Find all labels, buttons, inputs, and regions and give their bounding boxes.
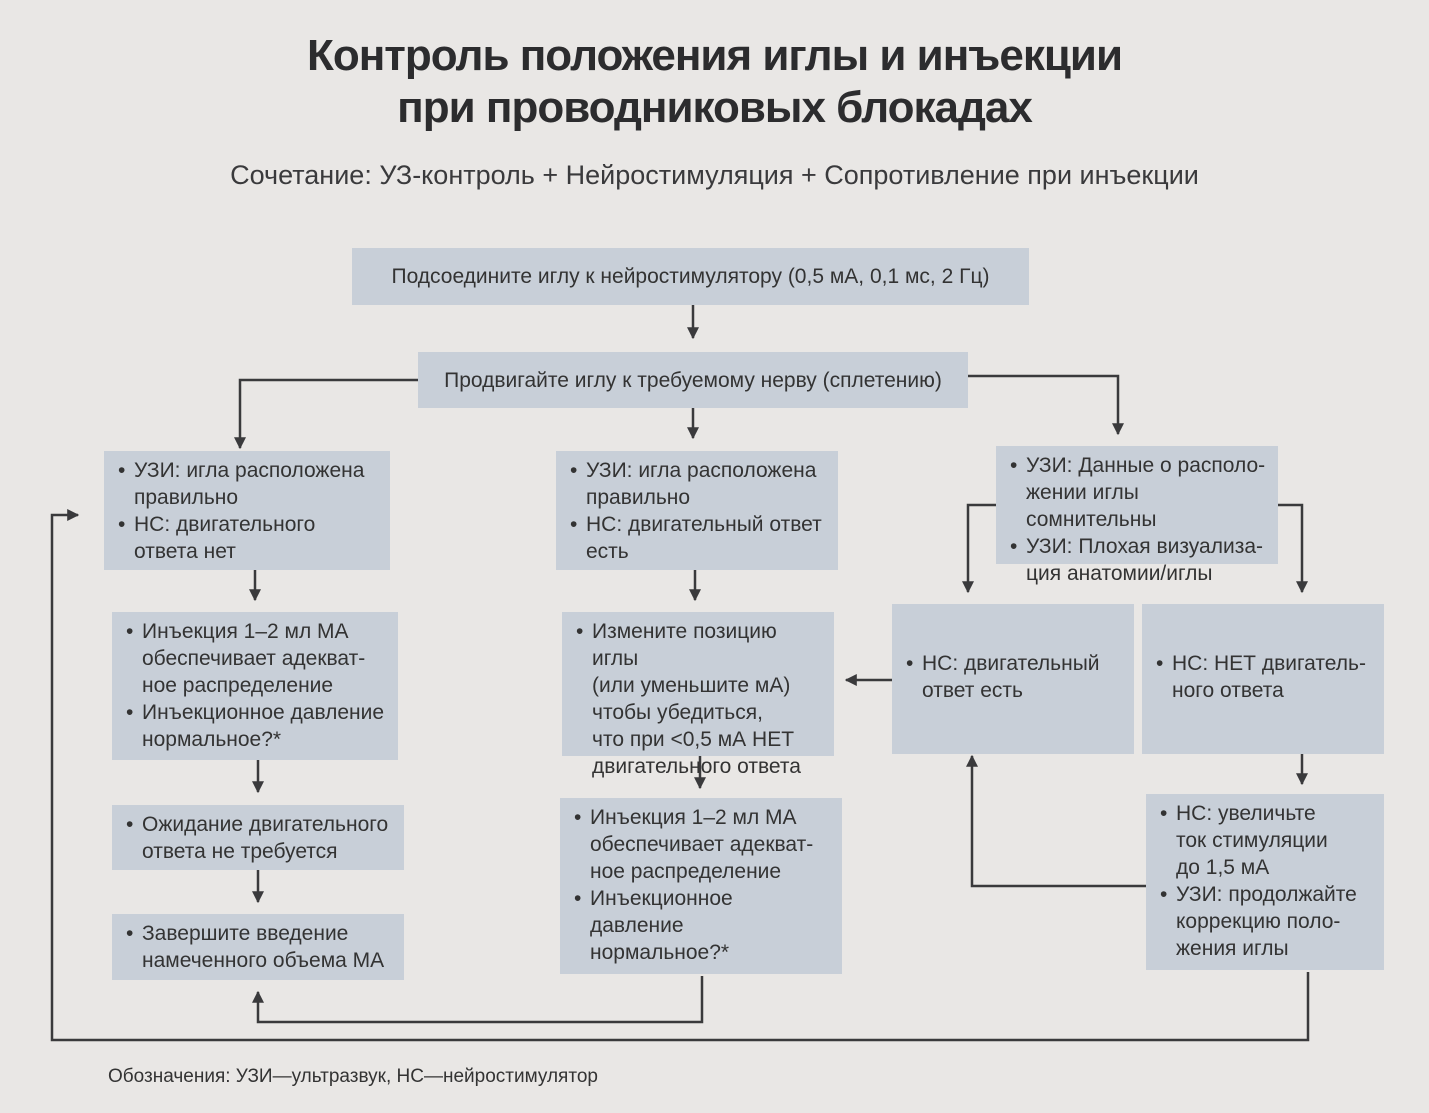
bullet-text: НС: увеличьте ток стимуляции до 1,5 мА [1176,802,1328,879]
bullet-item: • Ожидание двигательного ответа не требуе… [126,811,394,865]
bullet-marker: • [1010,535,1018,558]
bullet-text: УЗИ: Данные о располо- жении иглы сомнит… [1026,454,1266,531]
bullet-text: НС: двигательный ответ есть [586,513,822,563]
bullet-marker: • [126,701,134,724]
box-right-ns-yes: • НС: двигательный ответ есть [892,604,1134,754]
bullet-marker: • [126,813,134,836]
step-connect-text: Подсоедините иглу к нейростимулятору (0,… [391,265,990,288]
box-right-ns-no: • НС: НЕТ двигатель- ного ответа [1142,604,1384,754]
bullet-marker: • [1160,802,1168,825]
box-left-finish: • Завершите введение намеченного объема М… [112,914,404,980]
box-right-doubt: • УЗИ: Данные о располо- жении иглы сомни… [996,446,1278,585]
arrow-mid-to-finish [252,976,704,1024]
arrow-loop-to-left [50,509,1310,1042]
title-line-2: при проводниковых блокадах [397,83,1033,132]
bullet-item: • Завершите введение намеченного объема М… [126,920,394,974]
legend: Обозначения: УЗИ—ультразвук, НС—нейрости… [108,1066,598,1087]
box-left-us-ok: • УЗИ: игла расположена правильно • НС: дви… [104,451,390,570]
bullet-text: НС: НЕТ двигатель- ного ответа [1172,652,1366,702]
bullet-marker: • [1160,883,1168,906]
bullet-marker: • [574,806,582,829]
bullet-text: УЗИ: игла расположена правильно [134,459,365,509]
bullet-marker: • [118,459,126,482]
bullet-text: Инъекционное давление нормальное?* [142,701,385,751]
box-left-injection: • Инъекция 1–2 мл МА обеспечивает адекват… [112,612,398,760]
bullet-text: Инъекционное давление нормальное?* [590,887,733,964]
box-mid-change: • Измените позицию иглы (или уменьшите мА… [562,612,834,778]
bullet-item: • УЗИ: игла расположена правильно [570,457,828,511]
bullet-marker: • [118,513,126,536]
bullet-text: Ожидание двигательного ответа не требует… [142,813,389,863]
diagram-subtitle: Сочетание: УЗ-контроль + Нейростимуляция… [230,160,1199,190]
step-connect-needle: Подсоедините иглу к нейростимулятору (0,… [352,248,1029,305]
box-mid-injection: • Инъекция 1–2 мл МА обеспечивает адекват… [560,798,842,974]
bullet-item: • НС: двигательный ответ есть [570,511,828,565]
arrow-advance-to-left [234,378,418,450]
bullet-item: • Инъекция 1–2 мл МА обеспечивает адекват… [574,804,832,885]
box-mid-us-ok: • УЗИ: игла расположена правильно • НС: дви… [556,451,838,570]
diagram-title: Контроль положения иглы и инъекции при п… [0,30,1429,134]
arrow-doubt-to-ns-yes [962,503,996,594]
bullet-text: Измените позицию иглы (или уменьшите мА)… [592,620,801,778]
bullet-marker: • [126,620,134,643]
arrow-increase-to-ns-yes [966,754,1146,888]
bullet-item: • НС: двигательного ответа нет [118,511,380,565]
bullet-item: • УЗИ: продолжайте коррекцию поло- жения … [1160,881,1374,962]
title-line-1: Контроль положения иглы и инъекции [306,31,1123,80]
bullet-item: • УЗИ: Данные о располо- жении иглы сомни… [1010,452,1268,533]
bullet-item: • УЗИ: Плохая визуализа- ция анатомии/игл… [1010,533,1268,587]
step-advance-needle: Продвигайте иглу к требуемому нерву (спл… [418,352,968,408]
box-right-increase: •НС: увеличьте ток стимуляции до 1,5 мА•… [1146,794,1384,970]
bullet-text: НС: двигательный ответ есть [922,652,1100,702]
bullet-item: • НС: увеличьте ток стимуляции до 1,5 мА [1160,800,1374,881]
bullet-marker: • [906,652,914,675]
bullet-marker: • [576,620,584,643]
bullet-marker: • [574,887,582,910]
step-advance-text: Продвигайте иглу к требуемому нерву (спл… [444,368,942,392]
bullet-item: • Измените позицию иглы (или уменьшите мА… [576,618,824,780]
bullet-item: • НС: двигательный ответ есть [906,650,1124,704]
bullet-marker: • [1156,652,1164,675]
bullet-text: Завершите введение намеченного объема МА [142,922,385,972]
bullet-marker: • [1010,454,1018,477]
bullet-text: Инъекция 1–2 мл МА обеспечивает адекват-… [142,620,366,697]
bullet-item: • Инъекционное давление нормальное?* [574,885,832,966]
bullet-text: УЗИ: Плохая визуализа- ция анатомии/иглы [1026,535,1264,585]
bullet-text: Инъекция 1–2 мл МА обеспечивает адекват-… [590,806,814,883]
bullet-item: • УЗИ: игла расположена правильно [118,457,380,511]
bullet-text: УЗИ: игла расположена правильно [586,459,817,509]
bullet-item: • Инъекция 1–2 мл МА обеспечивает адекват… [126,618,388,699]
bullet-item: • Инъекционное давление нормальное?* [126,699,388,753]
bullet-marker: • [570,459,578,482]
box-left-wait: • Ожидание двигательного ответа не требуе… [112,805,404,870]
arrow-doubt-to-ns-no [1278,503,1308,594]
bullet-text: НС: двигательного ответа нет [134,513,316,563]
bullet-marker: • [126,922,134,945]
arrow-advance-to-right [968,374,1124,436]
bullet-marker: • [570,513,578,536]
bullet-text: УЗИ: продолжайте коррекцию поло- жения и… [1176,883,1357,960]
bullet-item: • НС: НЕТ двигатель- ного ответа [1156,650,1374,704]
